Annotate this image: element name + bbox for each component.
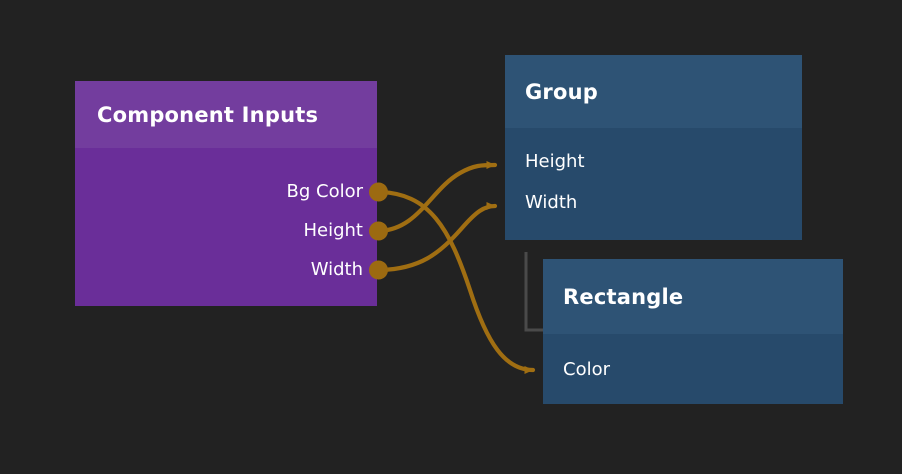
output-port-bg-color-label: Bg Color [286, 181, 364, 202]
node-group-header[interactable]: Group [505, 55, 802, 128]
node-rectangle[interactable]: Rectangle Color [543, 259, 843, 404]
node-rectangle-body: Color [543, 334, 843, 404]
output-port-width-label: Width [310, 259, 363, 280]
node-component-inputs[interactable]: Component Inputs Bg Color Height Width [75, 81, 388, 306]
wire-height-to-height [374, 161, 498, 234]
output-port-dot-icon[interactable] [369, 182, 388, 201]
node-group[interactable]: Group Height Width [505, 55, 802, 240]
output-port-bg-color[interactable]: Bg Color [75, 172, 388, 211]
input-port-rectangle-color[interactable]: Color [543, 349, 843, 390]
node-group-body: Height Width [505, 128, 802, 240]
input-port-group-width-label: Width [525, 192, 578, 213]
node-component-inputs-body: Bg Color Height Width [75, 148, 388, 306]
input-port-rectangle-color-label: Color [563, 359, 610, 380]
output-port-dot-icon[interactable] [369, 260, 388, 279]
output-port-height-label: Height [303, 220, 363, 241]
wire-width-to-width [374, 202, 498, 273]
input-port-group-width[interactable]: Width [505, 182, 802, 223]
input-port-group-height-label: Height [525, 151, 585, 172]
output-port-height[interactable]: Height [75, 211, 388, 250]
output-port-width[interactable]: Width [75, 250, 388, 289]
node-rectangle-header[interactable]: Rectangle [543, 259, 843, 334]
node-component-inputs-title: Component Inputs [97, 102, 319, 127]
node-group-title: Group [525, 79, 599, 104]
node-component-inputs-header[interactable]: Component Inputs [75, 81, 377, 148]
output-port-dot-icon[interactable] [369, 221, 388, 240]
input-port-group-height[interactable]: Height [505, 141, 802, 182]
node-rectangle-title: Rectangle [563, 284, 684, 309]
